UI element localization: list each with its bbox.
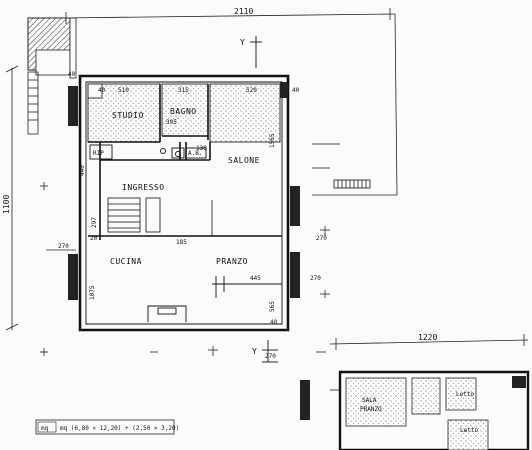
top-dimension-line — [61, 8, 398, 196]
annotation-prefix: mq — [41, 425, 49, 432]
dim-left-total: 1100 — [2, 195, 11, 214]
section-marker-bottom: Y — [252, 347, 257, 356]
dim-40-a: 40 — [98, 87, 106, 94]
label-ab: A.B. — [188, 150, 202, 157]
label-pranzo-2: PRANZO — [360, 406, 382, 413]
hatched-rooms — [87, 83, 281, 143]
label-sala: SALA — [362, 397, 377, 404]
dim-565: 565 — [269, 301, 276, 312]
label-salone: SALONE — [228, 156, 260, 165]
house-outline — [78, 74, 290, 332]
dim-185: 185 — [176, 239, 187, 246]
dim-270-a: 270 — [58, 243, 69, 250]
dim-297: 297 — [91, 217, 98, 228]
dim-bagno-width: 315 — [178, 87, 189, 94]
left-dimension-line — [5, 65, 19, 331]
interior-walls — [88, 84, 282, 240]
dim-studio-width: 510 — [118, 87, 129, 94]
dim-1075: 1075 — [89, 285, 96, 300]
section-markers — [250, 36, 278, 363]
label-bagno: BAGNO — [170, 107, 197, 116]
dim-270-d: 270 — [265, 353, 276, 360]
dim-1565: 1565 — [269, 133, 276, 148]
dim-bottom-total: 1220 — [418, 333, 437, 342]
label-letto-2: Letto — [460, 427, 478, 434]
dim-445: 445 — [250, 275, 261, 282]
dim-270-c: 270 — [316, 235, 327, 242]
ingresso-stair — [107, 197, 213, 236]
dim-270-b: 270 — [310, 275, 321, 282]
label-cucina: CUCINA — [110, 257, 142, 266]
dim-40-d: 40 — [68, 71, 76, 78]
left-stair-strip — [27, 71, 39, 135]
dim-440: 440 — [79, 165, 86, 176]
dim-130: 130 — [196, 145, 207, 152]
dim-20: 20 — [90, 235, 98, 242]
second-unit — [300, 334, 530, 450]
section-marker-top: Y — [240, 38, 245, 47]
dimension-ticks — [40, 182, 330, 356]
label-ingresso: INGRESSO — [122, 183, 165, 192]
kitchen-fixtures — [147, 276, 282, 322]
dim-40-c: 40 — [270, 319, 278, 326]
balcony-railing — [312, 143, 371, 189]
label-studio: STUDIO — [112, 111, 144, 120]
dim-top-total: 2110 — [234, 7, 253, 16]
neighbor-block — [27, 17, 77, 79]
area-annotation — [35, 419, 175, 435]
service-rooms — [89, 144, 207, 160]
windows — [68, 82, 300, 300]
dim-salone-width: 520 — [246, 87, 257, 94]
label-pranzo: PRANZO — [216, 257, 248, 266]
dim-395: 395 — [166, 119, 177, 126]
label-rip: RIP — [93, 150, 104, 157]
label-letto-1: Letto — [456, 391, 474, 398]
dim-40-b: 40 — [292, 87, 300, 94]
annotation-formula: mq (6,80 × 12,20) + (2,50 × 3,20) — [60, 425, 179, 432]
